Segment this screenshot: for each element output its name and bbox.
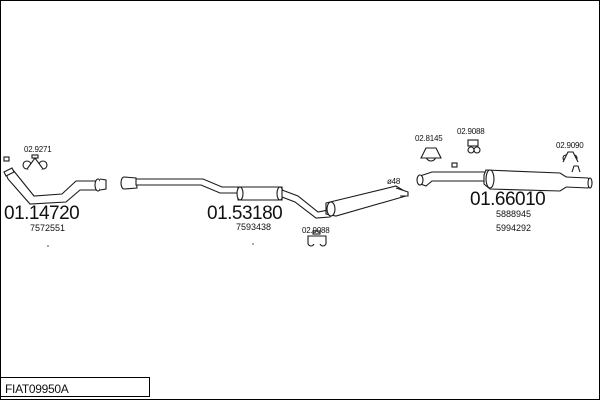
hardware-clamp-front: 02.9271 — [24, 145, 52, 154]
diagram-code: FIAT09950A — [5, 382, 69, 396]
part-number-middle-box: 01.53180 — [207, 203, 283, 224]
reference-dot — [252, 243, 254, 245]
oem-rear-box-2: 5994292 — [496, 223, 532, 233]
hardware-hanger-middle: 02.9088 — [302, 226, 330, 235]
oem-middle-box: 7593438 — [236, 222, 272, 232]
diagram-code-box: FIAT09950A — [0, 377, 150, 397]
oem-front-pipe: 7572551 — [30, 223, 66, 233]
front-pipe-drawing — [3, 154, 107, 205]
hardware-hanger-rear-a: 02.8145 — [415, 134, 443, 143]
part-number-front-pipe: 01.14720 — [4, 203, 80, 224]
part-number-rear-box: 01.66010 — [470, 189, 546, 210]
hardware-hanger-tail: 02.9090 — [556, 141, 584, 150]
oem-rear-box-1: 5888945 — [496, 209, 532, 219]
hardware-hanger-rear-b: 02.9088 — [457, 127, 485, 136]
pipe-diameter-label: ø48 — [387, 177, 401, 186]
middle-box-drawing — [120, 147, 458, 247]
reference-dot — [47, 245, 49, 247]
rear-box-drawing — [325, 139, 593, 217]
